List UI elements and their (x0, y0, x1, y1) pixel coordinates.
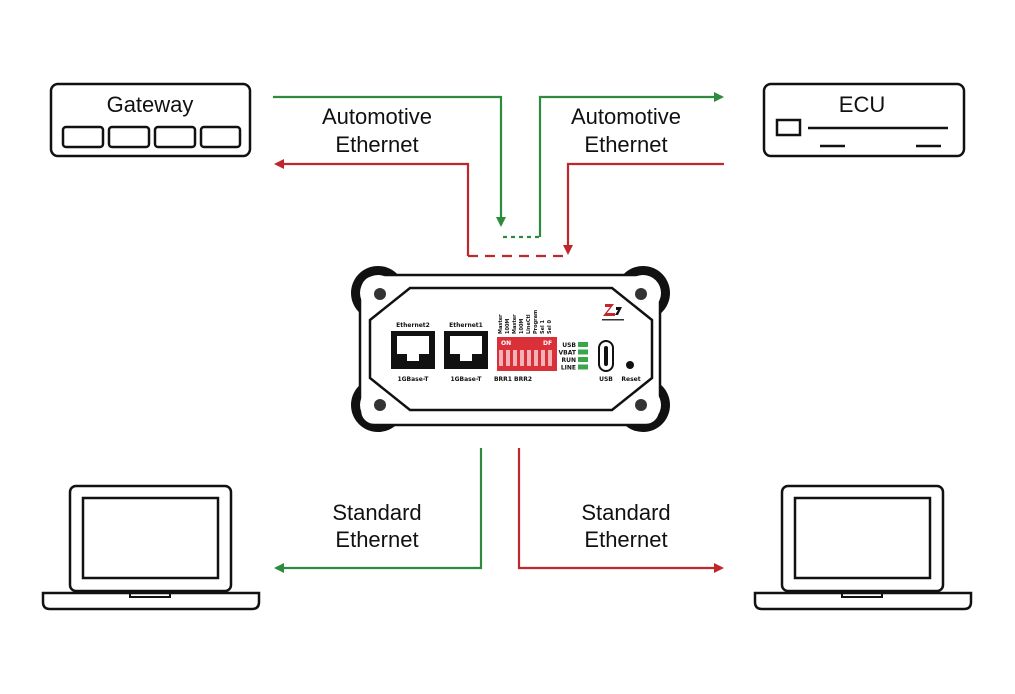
status-led (578, 349, 588, 355)
status-led (578, 342, 588, 347)
link-label: Ethernet (335, 132, 418, 157)
port-name: Ethernet1 (449, 322, 483, 329)
dip-slot[interactable] (548, 350, 552, 366)
ecu-box: ECU (762, 82, 966, 158)
green-arrow-gateway-to-device (273, 95, 506, 227)
laptop-left-icon (41, 484, 261, 611)
port-speed: 1GBase-T (397, 376, 429, 383)
reset-button[interactable] (626, 361, 634, 369)
red-arrow-device-to-right-laptop (517, 448, 724, 573)
dip-label: Master (498, 314, 504, 334)
link-label: Ethernet (584, 132, 667, 157)
ecu-label: ECU (839, 92, 885, 117)
led-label: LINE (561, 365, 576, 372)
dip-on-label: ON (501, 340, 511, 347)
gateway-box: Gateway (49, 82, 252, 158)
port-name: Ethernet2 (396, 322, 430, 329)
status-led (578, 357, 588, 362)
port-speed: 1GBase-T (450, 376, 482, 383)
screw-icon (374, 288, 647, 411)
usb-c-port-icon (598, 340, 614, 372)
red-arrow-ecu-to-device (563, 162, 724, 255)
dip-slot[interactable] (513, 350, 517, 366)
dip-label: Master (512, 314, 518, 334)
link-label: Automotive (571, 104, 681, 129)
led-label: RUN (561, 357, 576, 364)
dip-slot[interactable] (520, 350, 524, 366)
dip-label: Sel 0 (547, 320, 553, 334)
dip-slot[interactable] (499, 350, 503, 366)
dip-slot[interactable] (527, 350, 531, 366)
red-arrow-device-to-gateway (274, 159, 470, 256)
link-label: Ethernet (584, 527, 667, 552)
dip-slot[interactable] (506, 350, 510, 366)
link-label: Standard (581, 500, 670, 525)
reset-label: Reset (621, 376, 640, 383)
link-arrows (273, 92, 724, 573)
brand-logo-icon (602, 304, 624, 321)
ethernet-port-icon (444, 331, 488, 369)
dip-groups-label: BRR1 BRR2 (494, 376, 532, 383)
green-arrow-device-to-ecu (538, 92, 724, 237)
led-label: VBAT (559, 350, 577, 357)
dip-label: LineCtl (526, 314, 532, 334)
dip-label: Program (533, 310, 539, 334)
link-label: Automotive (322, 104, 432, 129)
green-arrow-device-to-left-laptop (274, 448, 483, 573)
led-label: USB (562, 342, 576, 349)
dip-label: Sel 1 (540, 320, 546, 334)
link-label: Standard (332, 500, 421, 525)
dip-slot[interactable] (541, 350, 545, 366)
media-converter-device: Ethernet2 Ethernet1 1GBase-T 1GBase-T Ma… (351, 266, 670, 432)
gateway-label: Gateway (107, 92, 194, 117)
dip-label: 100M (505, 319, 511, 334)
dip-label: 100M (519, 319, 525, 334)
dip-off-label: DF (543, 340, 552, 347)
link-label: Ethernet (335, 527, 418, 552)
status-led (578, 364, 588, 370)
ethernet-port-icon (391, 331, 435, 369)
usb-label: USB (599, 376, 613, 383)
dip-slot[interactable] (534, 350, 538, 366)
laptop-right-icon (753, 484, 973, 611)
